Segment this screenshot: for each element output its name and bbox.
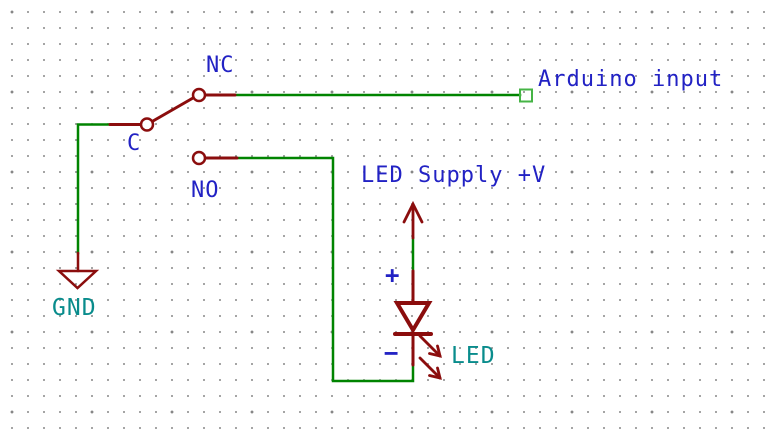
gnd-symbol[interactable] (55, 251, 100, 290)
led-triangle (393, 301, 433, 334)
switch-symbol[interactable] (108, 87, 239, 166)
label-no[interactable]: NO (191, 178, 220, 203)
wire-no-to-led-cathode[interactable] (235, 156, 415, 383)
unconnected-wire-end-marker (519, 88, 533, 103)
gnd-triangle-icon (55, 269, 100, 290)
wire-c-to-gnd[interactable] (76, 123, 112, 255)
label-arduino-input[interactable]: Arduino input (538, 67, 724, 92)
label-nc[interactable]: NC (206, 53, 235, 78)
led-symbol[interactable] (393, 269, 442, 380)
switch-terminal-nc (191, 87, 207, 103)
label-led[interactable]: LED (451, 343, 496, 369)
switch-terminal-c (139, 117, 155, 132)
label-gnd[interactable]: GND (52, 295, 97, 321)
label-minus: − (384, 339, 399, 367)
label-plus: + (385, 261, 400, 289)
switch-arm (151, 96, 195, 123)
label-c[interactable]: C (127, 131, 142, 156)
switch-terminal-no (191, 150, 207, 166)
up-arrow-icon (402, 200, 424, 224)
power-arrow-symbol[interactable] (402, 200, 424, 240)
label-led-supply[interactable]: LED Supply +V (361, 163, 547, 188)
led-emission-arrows-icon (418, 334, 442, 380)
